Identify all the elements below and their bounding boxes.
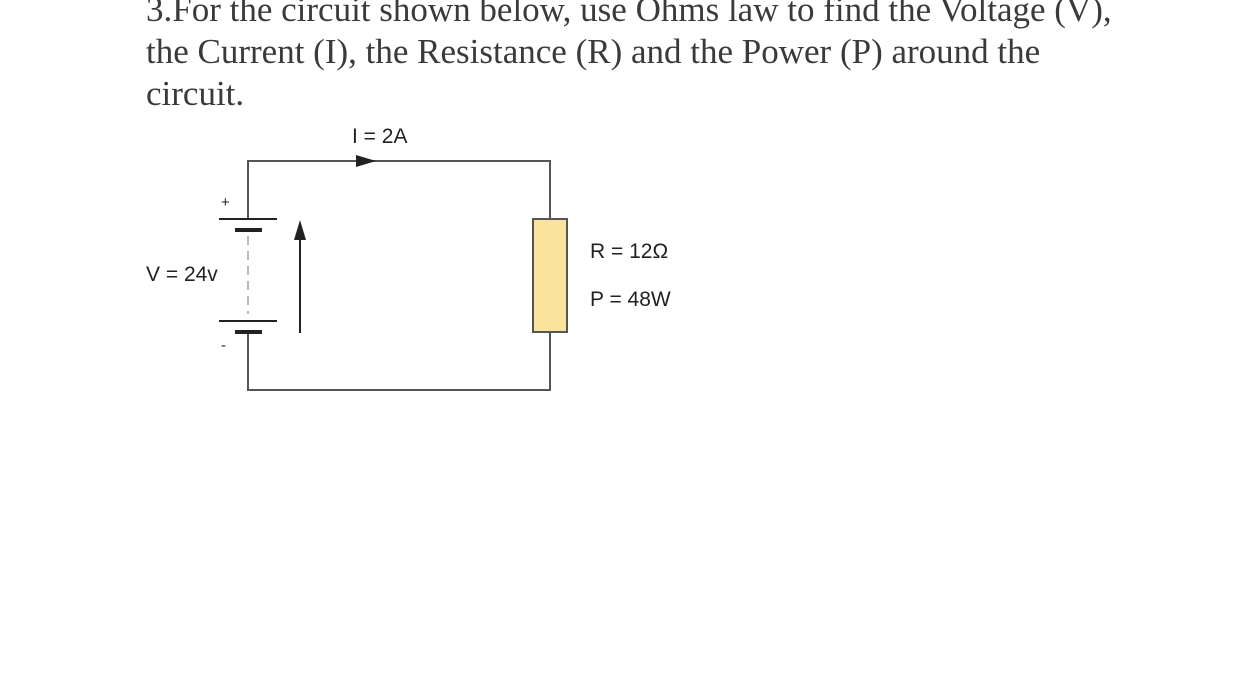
top-wire bbox=[247, 160, 551, 219]
voltage-label: V = 24v bbox=[146, 263, 218, 286]
battery-symbol bbox=[219, 218, 277, 334]
current-direction-arrow bbox=[356, 155, 376, 167]
question-text: 3.For the circuit shown below, use Ohms … bbox=[146, 0, 1112, 113]
resistance-label: R = 12Ω bbox=[590, 240, 668, 263]
voltage-direction-arrow bbox=[294, 220, 306, 333]
power-label: P = 48W bbox=[590, 288, 671, 311]
battery-minus-sign: - bbox=[221, 337, 226, 354]
battery-plus-sign: + bbox=[221, 194, 230, 211]
circuit-wires bbox=[247, 160, 551, 391]
bottom-wire bbox=[247, 332, 551, 391]
resistor bbox=[532, 218, 568, 333]
current-label: I = 2A bbox=[352, 125, 407, 148]
